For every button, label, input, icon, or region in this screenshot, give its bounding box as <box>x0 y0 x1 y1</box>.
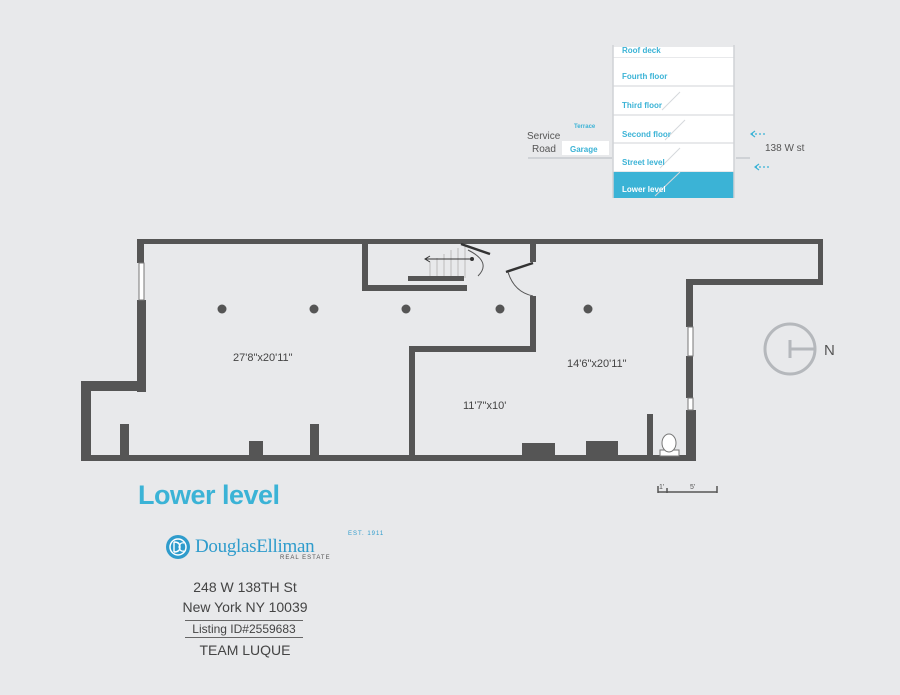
section-floor-fourth <box>613 58 734 85</box>
stair-icon <box>424 242 491 278</box>
column-3 <box>401 304 411 314</box>
section-label-service: Service <box>527 131 561 142</box>
section-label-road: Road <box>532 144 556 155</box>
wall-bath <box>647 414 653 458</box>
section-label-garage: Garage <box>570 145 598 154</box>
column-5 <box>583 304 593 314</box>
wall-stub-3 <box>249 441 263 458</box>
wall-interior-top <box>530 239 536 262</box>
team-name: TEAM LUQUE <box>199 642 291 658</box>
address-line-2: New York NY 10039 <box>182 599 308 615</box>
wall-top <box>137 239 823 244</box>
wall-ext-bottom <box>686 279 823 285</box>
compass-icon <box>763 322 817 376</box>
column-4 <box>495 304 505 314</box>
column-1 <box>217 304 227 314</box>
floor-title: Lower level <box>138 480 280 510</box>
window-west <box>138 262 145 301</box>
compass-label: N <box>824 342 835 359</box>
floor-plan-walls <box>81 239 823 461</box>
section-floor-second <box>613 116 734 142</box>
section-stair-marks <box>654 91 686 197</box>
wall-west-lower <box>137 300 146 392</box>
wall-stair-bottom <box>362 285 467 291</box>
section-label-lower: Lower level <box>622 185 666 194</box>
wall-east-upper <box>686 279 693 327</box>
section-label-street: Street level <box>622 158 665 167</box>
brand-name: DouglasElliman <box>195 536 315 557</box>
wall-stub-2 <box>310 424 319 458</box>
section-floor-third <box>613 87 734 114</box>
room-label-east: 14'6"x20'11" <box>567 358 627 370</box>
brand-sub: REAL ESTATE <box>280 555 331 561</box>
section-label-street-name: 138 W st <box>765 143 805 154</box>
brand-logo: DouglasElliman EST. 1911 REAL ESTATE <box>165 531 383 561</box>
section-garage-box <box>562 141 609 155</box>
section-label-roof: Roof deck <box>622 46 661 55</box>
wall-room-top <box>409 346 536 352</box>
windows <box>138 262 694 411</box>
wall-interior-mid <box>530 296 536 352</box>
toilet-icon <box>659 433 680 457</box>
section-floor-lower-active <box>613 172 734 198</box>
fixture-block-1 <box>522 443 555 458</box>
scale-label-5: 5' <box>690 484 695 491</box>
section-diagram: Roof deck Fourth floor Third floor Secon… <box>527 45 805 198</box>
section-floor-street <box>613 144 734 171</box>
wall-stair-left <box>362 239 368 291</box>
listing-id: Listing ID#2559683 <box>185 620 303 638</box>
wall-west-upper <box>137 239 144 263</box>
section-label-third: Third floor <box>622 101 662 110</box>
section-label-terrace: Terrace <box>574 124 596 130</box>
section-label-second: Second floor <box>622 130 671 139</box>
brand-est: EST. 1911 <box>348 531 385 537</box>
room-label-main: 27'8"x20'11" <box>233 352 293 364</box>
section-label-fourth: Fourth floor <box>622 72 667 81</box>
scale-label-1: 1' <box>659 484 664 491</box>
door-icon <box>505 261 534 297</box>
wall-west-outer <box>81 381 91 461</box>
section-floor-roof <box>613 47 734 57</box>
wall-room-left <box>409 346 415 461</box>
wall-stair-step <box>408 276 464 281</box>
window-east-2 <box>687 397 694 411</box>
column-2 <box>309 304 319 314</box>
douglas-elliman-logo-icon <box>166 535 190 559</box>
wall-stub-1 <box>120 424 129 458</box>
window-east-1 <box>687 326 694 357</box>
room-label-small: 11'7"x10' <box>463 400 506 412</box>
wall-east-ext <box>818 239 823 285</box>
entry-arrow-icon <box>750 130 770 171</box>
wall-east-mid <box>686 356 693 398</box>
wall-step <box>81 381 146 391</box>
fixture-block-2 <box>586 441 618 458</box>
scale-bar <box>657 486 718 493</box>
wall-bottom <box>81 455 696 461</box>
wall-east-lower <box>686 410 696 460</box>
address-line-1: 248 W 138TH St <box>193 579 297 595</box>
